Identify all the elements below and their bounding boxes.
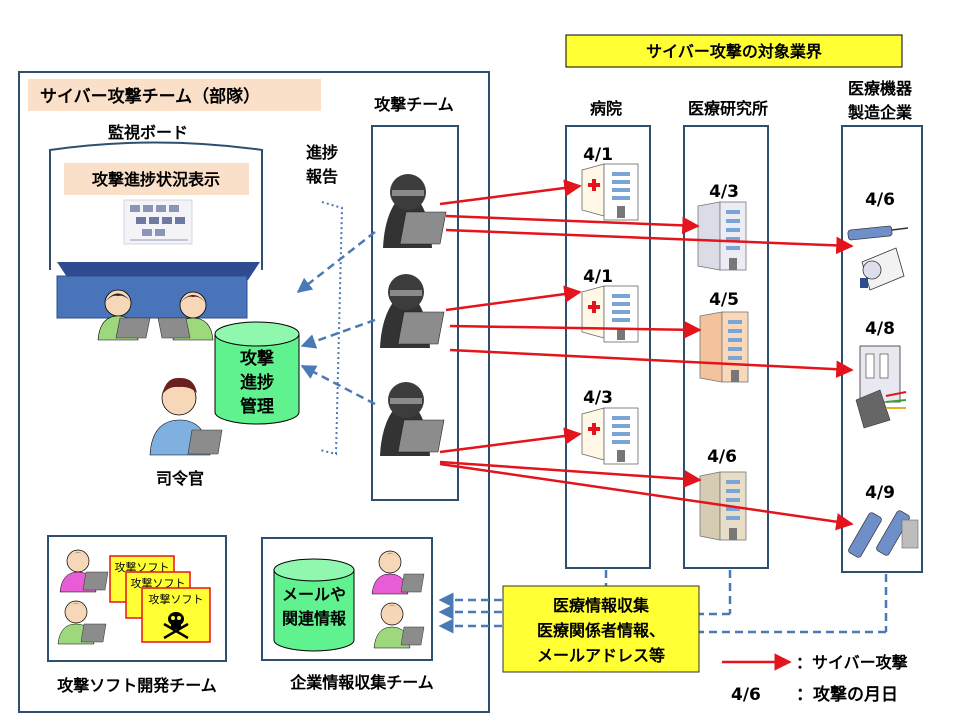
attack-arrow-research-2 <box>449 320 702 339</box>
hospital-column <box>565 125 651 569</box>
research-date-3: 4/6 <box>707 447 737 467</box>
progress-report-dotted-line <box>319 201 344 456</box>
target-industries-header: サイバー攻撃の対象業界 <box>565 34 903 68</box>
device-date-2: 4/8 <box>865 319 895 339</box>
research-building-2-icon <box>699 311 749 383</box>
legend-date-example: 4/6 <box>731 685 761 705</box>
report-arrow-3 <box>300 364 376 406</box>
svg-text:攻撃ソフト: 攻撃ソフト <box>149 592 204 606</box>
hospital-date-2: 4/1 <box>583 267 613 287</box>
attack-arrow-research-3 <box>439 460 702 488</box>
monitor-operator-2-icon <box>157 291 214 341</box>
cyber-team-title: サイバー攻撃チーム（部隊） <box>28 79 321 111</box>
device-label-1: 医療機器 <box>848 79 913 98</box>
attack-arrow-device-1 <box>445 228 854 255</box>
softdev-team-frame <box>47 535 227 662</box>
monitor-operator-1-icon <box>97 289 151 341</box>
attack-arrow-device-2 <box>449 348 854 378</box>
svg-text:医療関係者情報、: 医療関係者情報、 <box>537 621 665 640</box>
info-collection-box: 医療情報収集 医療関係者情報、 メールアドレス等 <box>502 585 700 673</box>
status-map-icon <box>123 199 193 245</box>
hospital-label: 病院 <box>590 99 622 118</box>
research-building-1-icon <box>697 201 747 271</box>
device-column <box>841 125 923 573</box>
legend-attack-label: ：サイバー攻撃 <box>796 653 908 672</box>
device-date-3: 4/9 <box>865 483 895 503</box>
info-return-dashed-lines <box>438 570 888 634</box>
svg-text:メールアドレス等: メールアドレス等 <box>537 646 665 665</box>
svg-text:攻撃ソフト: 攻撃ソフト <box>115 560 170 574</box>
attack-arrows <box>439 179 854 531</box>
monitor-display-label: 攻撃進捗状況表示 <box>92 170 220 189</box>
attack-team-frame <box>371 125 459 501</box>
research-date-2: 4/5 <box>709 290 739 310</box>
hospital-date-3: 4/3 <box>583 388 613 408</box>
skull-icon <box>163 612 189 640</box>
attack-arrow-hospital-2 <box>445 285 582 312</box>
svg-text:攻撃ソフト: 攻撃ソフト <box>131 576 186 590</box>
softdev-member-1-icon <box>59 549 109 593</box>
intel-member-1-icon <box>371 550 425 595</box>
cyber-team-frame <box>18 71 490 713</box>
research-label: 医療研究所 <box>688 99 768 118</box>
attack-arrow-research-1 <box>445 214 700 235</box>
hacker-2-icon <box>380 274 445 348</box>
hospital-date-1: 4/1 <box>583 145 613 165</box>
hacker-3-icon <box>380 382 445 456</box>
research-date-1: 4/3 <box>709 182 739 202</box>
report-arrow-1 <box>296 231 376 293</box>
device-label-2: 製造企業 <box>847 103 913 122</box>
attack-team-label: 攻撃チーム <box>374 95 454 114</box>
device-date-1: 4/6 <box>865 190 895 210</box>
svg-text:進捗: 進捗 <box>240 372 274 393</box>
attack-progress-database-icon: 攻撃 進捗 管理 <box>214 321 300 425</box>
svg-text:管理: 管理 <box>240 396 274 417</box>
attack-arrow-hospital-1 <box>439 179 582 206</box>
svg-text:サイバー攻撃チーム（部隊）: サイバー攻撃チーム（部隊） <box>40 86 260 107</box>
softdev-member-2-icon <box>57 600 107 645</box>
intel-member-2-icon <box>373 602 425 649</box>
syringe-and-pump-icon <box>847 225 909 291</box>
hacker-1-icon <box>383 174 447 248</box>
intel-team-label: 企業情報収集チーム <box>289 673 434 692</box>
attack-arrow-hospital-3 <box>439 427 582 454</box>
svg-text:関連情報: 関連情報 <box>282 609 347 628</box>
attack-arrow-device-3 <box>439 462 854 531</box>
commander-label: 司令官 <box>156 469 204 488</box>
intel-team-frame <box>261 537 433 661</box>
header-title: サイバー攻撃の対象業界 <box>646 42 822 61</box>
hospital-building-3-icon <box>581 407 639 465</box>
progress-report-label-2: 報告 <box>306 167 338 186</box>
intel-database-icon: メールや 関連情報 <box>273 558 355 652</box>
research-column <box>683 125 769 569</box>
monitor-label: 監視ボード <box>108 123 188 142</box>
hospital-building-1-icon <box>581 163 639 221</box>
legend: ：サイバー攻撃 4/6 ：攻撃の月日 <box>722 653 908 705</box>
commander-icon <box>149 377 223 456</box>
progress-report-label-1: 進捗 <box>306 143 338 162</box>
medical-device-2-icon <box>855 345 907 429</box>
monitor-board: 攻撃進捗状況表示 <box>49 141 263 319</box>
medical-device-3-icon <box>848 510 919 558</box>
svg-text:攻撃: 攻撃 <box>240 348 274 369</box>
legend-date-label: ：攻撃の月日 <box>796 684 898 705</box>
softdev-team-label: 攻撃ソフト開発チーム <box>57 676 217 695</box>
svg-text:医療情報収集: 医療情報収集 <box>553 596 650 615</box>
hospital-building-2-icon <box>581 285 639 343</box>
svg-text:メールや: メールや <box>282 585 346 604</box>
attack-software-file-3: 攻撃ソフト <box>141 587 211 643</box>
